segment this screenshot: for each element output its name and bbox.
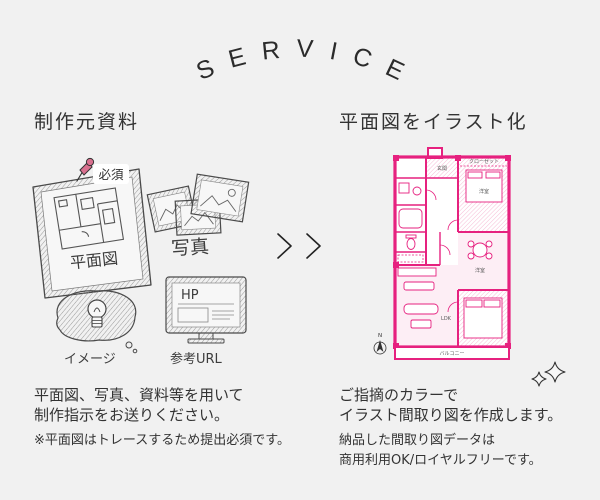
balcony-label: バルコニー (440, 351, 465, 357)
image-bubble: イメージ (56, 290, 138, 367)
page-title: SERVICE (192, 34, 406, 92)
page-title-wrapper: SERVICE (192, 34, 422, 92)
pushpin-icon (76, 157, 95, 182)
illustration-heading: 平面図をイラスト化 (339, 111, 528, 133)
monitor-icon: HP (165, 276, 247, 344)
floor-plan-sketch-rooms (53, 187, 125, 250)
source-materials-heading: 制作元資料 (34, 111, 140, 133)
description-line: イラスト間取り図を作成します。 (339, 406, 563, 424)
source-materials-description: 平面図、写真、資料等を用いて 制作指示をお送りください。 ※平面図はトレースする… (34, 385, 290, 451)
floor-plan-label: 平面図 (69, 249, 119, 273)
photo-label: 写真 (170, 236, 209, 261)
reference-url-label: 参考URL (170, 351, 223, 367)
living-label: LDK (441, 316, 452, 322)
monitor-screen-text: HP (181, 288, 199, 303)
floor-plan-sketch: 平面図 (32, 168, 152, 299)
entrance-label: 玄関 (437, 165, 447, 172)
light-bulb-icon (87, 299, 107, 328)
note-line: 納品した間取り図データは (339, 433, 496, 448)
double-chevron-right-icon (277, 233, 321, 259)
description-line: 制作指示をお送りください。 (34, 406, 230, 424)
note-line: 商用利用OK/ロイヤルフリーです。 (339, 453, 542, 468)
dining-floor (458, 232, 509, 290)
image-label: イメージ (64, 352, 116, 367)
floor-plan-illustration: 玄関 クローゼット 洋室 洋室 LDK バルコニー (393, 147, 511, 360)
sparkle-icon (531, 361, 566, 387)
description-line: 平面図、写真、資料等を用いて (34, 386, 244, 404)
balcony (394, 346, 510, 360)
illustration-description: ご指摘のカラーで イラスト間取り図を作成します。 納品した間取り図データは 商用… (339, 385, 562, 471)
floor-plan-furniture (397, 169, 503, 339)
north-label: N (378, 333, 382, 339)
north-arrow-icon: N (373, 333, 387, 355)
required-badge: 必須 (93, 164, 129, 184)
description-line: ご指摘のカラーで (339, 386, 459, 404)
entrance-floor (426, 157, 458, 178)
note-line: ※平面図はトレースするため提出必須です。 (34, 433, 290, 448)
bedroom-label: 洋室 (475, 267, 485, 274)
photo-sketch (190, 173, 250, 223)
photos-sketch: 写真 (146, 173, 250, 261)
closet-label: クローゼット (469, 158, 499, 165)
bedroom-label: 洋室 (479, 188, 489, 195)
required-badge-label: 必須 (98, 167, 124, 182)
required-badge-box (93, 164, 129, 184)
